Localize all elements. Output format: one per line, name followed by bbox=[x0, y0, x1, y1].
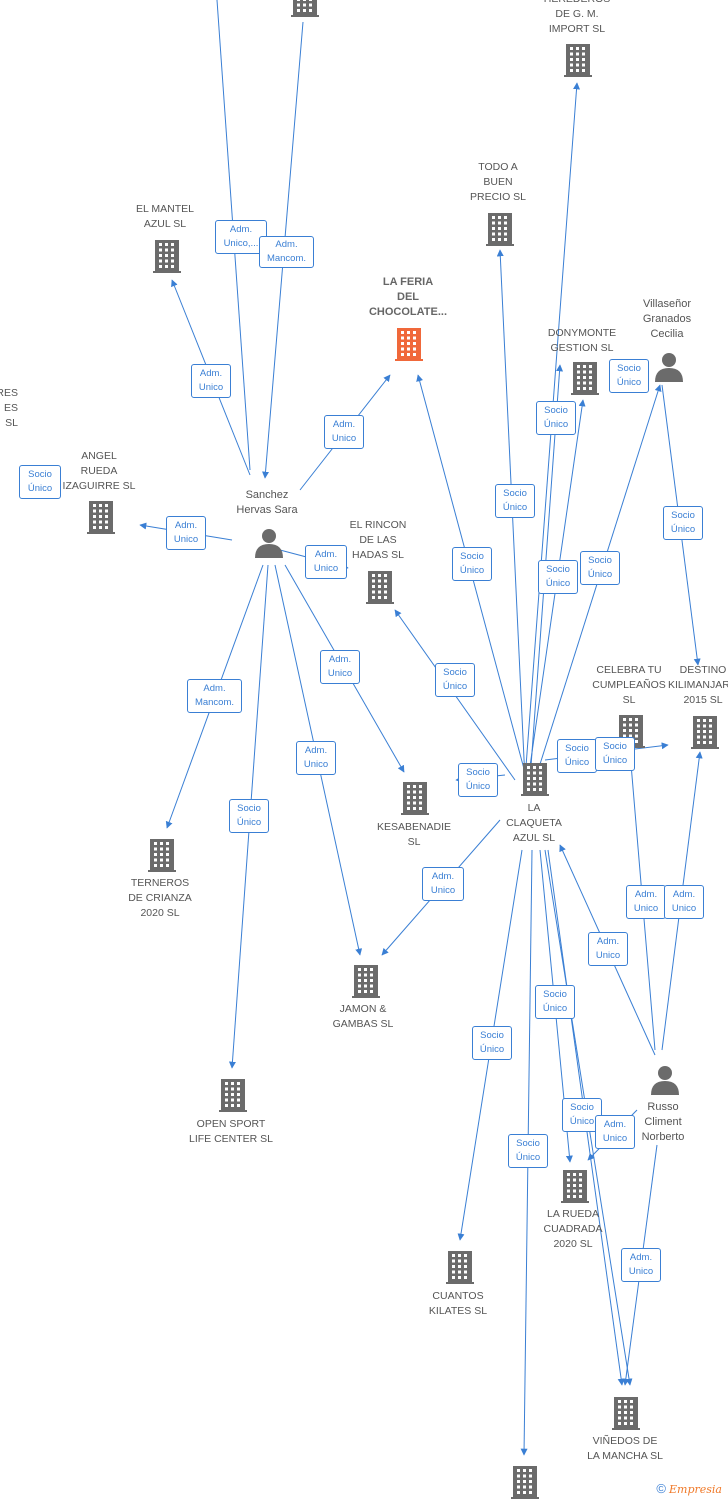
sanchez-hervas-person-icon[interactable] bbox=[255, 529, 283, 558]
edge-label[interactable]: Adm. Unico bbox=[320, 650, 360, 684]
edge-label[interactable]: Socio Único bbox=[472, 1026, 512, 1060]
edge-label[interactable]: Socio Único bbox=[595, 737, 635, 771]
terneros-building-icon[interactable] bbox=[148, 839, 176, 872]
edge-label[interactable]: Socio Único bbox=[536, 401, 576, 435]
edge-label[interactable]: Adm. Unico bbox=[324, 415, 364, 449]
node-label-donymonte[interactable]: DONYMONTE GESTION SL bbox=[547, 327, 617, 354]
top-left-cut-building-icon[interactable] bbox=[291, 0, 319, 17]
edge-label[interactable]: Socio Único bbox=[435, 663, 475, 697]
edge-label[interactable]: Socio Único bbox=[229, 799, 269, 833]
edge-label[interactable]: Adm. Unico bbox=[296, 741, 336, 775]
edge-label[interactable]: Adm. Unico bbox=[595, 1115, 635, 1149]
angel-rueda-building-icon[interactable] bbox=[87, 501, 115, 534]
edge-label[interactable]: Adm. Unico bbox=[305, 545, 347, 579]
el-rincon-building-icon[interactable] bbox=[366, 571, 394, 604]
jamon-building-icon[interactable] bbox=[352, 965, 380, 998]
copyright-icon: © bbox=[656, 1481, 666, 1496]
herederos-building-icon[interactable] bbox=[564, 44, 592, 77]
russo-person-icon[interactable] bbox=[651, 1066, 679, 1095]
node-label-la-rueda[interactable]: LA RUEDA CUADRADA 2020 SL bbox=[543, 1208, 603, 1250]
donymonte-building-icon[interactable] bbox=[571, 362, 599, 395]
edge-label[interactable]: Adm. Mancom. bbox=[259, 236, 314, 268]
edge-label[interactable]: Adm. Unico bbox=[166, 516, 206, 550]
edge-label[interactable]: Socio Único bbox=[580, 551, 620, 585]
node-label-la-feria-del-chocolate[interactable]: LA FERIA DEL CHOCOLATE... bbox=[368, 276, 447, 318]
node-label-kesabenadie[interactable]: KESABENADIE SL bbox=[376, 821, 452, 848]
la-rueda-building-icon[interactable] bbox=[561, 1170, 589, 1203]
vinedos-building-icon[interactable] bbox=[612, 1397, 640, 1430]
el-mantel-azul-building-icon[interactable] bbox=[153, 240, 181, 273]
edge-label[interactable]: Adm. Unico bbox=[191, 364, 231, 398]
node-label-vinedos[interactable]: VIÑEDOS DE LA MANCHA SL bbox=[587, 1435, 663, 1462]
cuantos-building-icon[interactable] bbox=[446, 1251, 474, 1284]
brand-name: Empresia bbox=[669, 1483, 722, 1496]
edge-label[interactable]: Socio Único bbox=[609, 359, 649, 393]
node-label-el-rincon[interactable]: EL RINCON DE LAS HADAS SL bbox=[349, 519, 407, 561]
edge-label[interactable]: Socio Único bbox=[19, 465, 61, 499]
villasenor-person-icon[interactable] bbox=[655, 353, 683, 382]
edge-label[interactable]: Adm. Mancom. bbox=[187, 679, 242, 713]
destino-building-icon[interactable] bbox=[691, 716, 719, 749]
bottom-cut-building-icon[interactable] bbox=[511, 1466, 539, 1499]
edge-label[interactable]: Adm. Unico bbox=[422, 867, 464, 901]
edge-label[interactable]: Adm. Unico bbox=[588, 932, 628, 966]
node-label-el-mantel-azul[interactable]: EL MANTEL AZUL SL bbox=[136, 203, 194, 230]
la-feria-del-chocolate-building-icon[interactable] bbox=[395, 328, 423, 361]
edge-label[interactable]: Adm. Unico bbox=[626, 885, 666, 919]
todo-a-buen-precio-building-icon[interactable] bbox=[486, 213, 514, 246]
edge-label[interactable]: Socio Único bbox=[508, 1134, 548, 1168]
kesabenadie-building-icon[interactable] bbox=[401, 782, 429, 815]
node-label-sanchez-hervas[interactable]: Sanchez Hervas Sara bbox=[236, 489, 298, 516]
edge-label[interactable]: Socio Único bbox=[538, 560, 578, 594]
open-sport-building-icon[interactable] bbox=[219, 1079, 247, 1112]
node-label-villasenor[interactable]: Villaseñor Granados Cecilia bbox=[642, 298, 692, 340]
node-label-herederos[interactable]: HEREDEROS DE G. M. IMPORT SL bbox=[544, 0, 611, 35]
node-label-left-cut[interactable]: RES ES SL bbox=[0, 387, 18, 429]
edge-label[interactable]: Socio Único bbox=[452, 547, 492, 581]
node-label-terneros[interactable]: TERNEROS DE CRIANZA 2020 SL bbox=[128, 877, 192, 919]
edge-label[interactable]: Socio Único bbox=[535, 985, 575, 1019]
edge-label[interactable]: Socio Único bbox=[495, 484, 535, 518]
node-label-cuantos[interactable]: CUANTOS KILATES SL bbox=[428, 1290, 488, 1317]
node-label-angel-rueda[interactable]: ANGEL RUEDA IZAGUIRRE SL bbox=[62, 450, 136, 492]
edge-label[interactable]: Socio Único bbox=[557, 739, 597, 773]
la-claqueta-building-icon[interactable] bbox=[521, 763, 549, 796]
node-label-destino[interactable]: DESTINO KILIMANJARO 2015 SL bbox=[667, 664, 728, 706]
node-label-jamon[interactable]: JAMON & GAMBAS SL bbox=[332, 1003, 394, 1030]
node-label-celebra[interactable]: CELEBRA TU CUMPLEAÑOS SL bbox=[592, 664, 666, 706]
node-label-russo[interactable]: Russo Climent Norberto bbox=[641, 1101, 685, 1143]
footer-brand: © Empresia bbox=[656, 1481, 722, 1496]
node-label-open-sport[interactable]: OPEN SPORT LIFE CENTER SL bbox=[188, 1118, 274, 1145]
edge-label[interactable]: Adm. Unico bbox=[621, 1248, 661, 1282]
edge-label[interactable]: Adm. Unico bbox=[664, 885, 704, 919]
edge-label[interactable]: Adm. Unico,... bbox=[215, 220, 267, 254]
node-label-la-claqueta[interactable]: LA CLAQUETA AZUL SL bbox=[506, 802, 562, 844]
edge-label[interactable]: Socio Único bbox=[458, 763, 498, 797]
edge-label[interactable]: Socio Único bbox=[663, 506, 703, 540]
node-label-todo-a-buen-precio[interactable]: TODO A BUEN PRECIO SL bbox=[469, 161, 527, 203]
